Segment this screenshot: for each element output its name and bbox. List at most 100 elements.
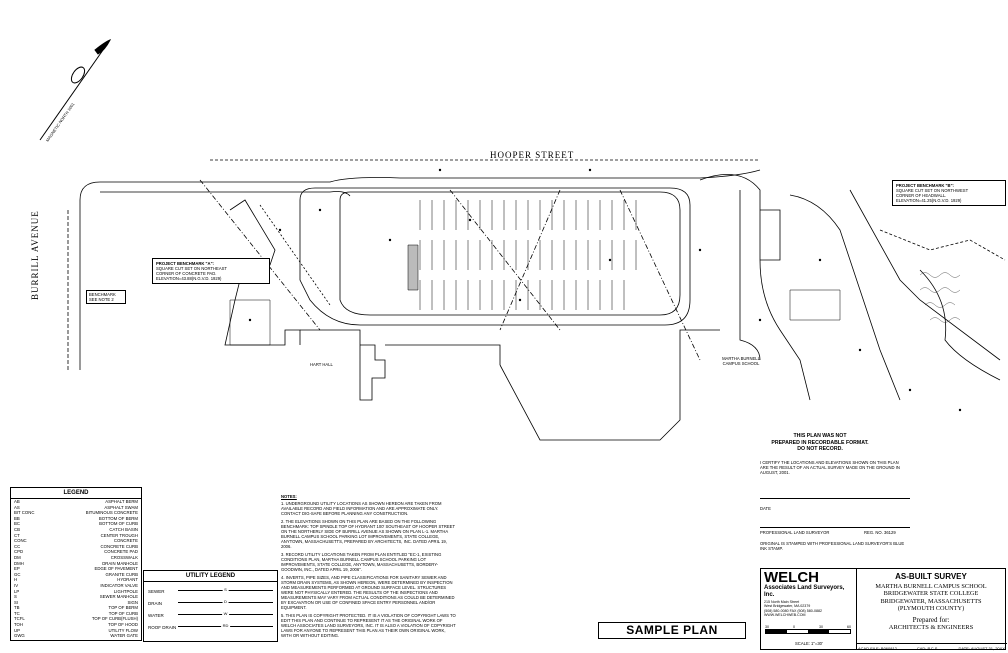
legend-abbrev: CC [14,543,21,549]
firm-name: WELCH [764,569,819,586]
legend-abbrev: LP [14,588,20,594]
surveyor-label: PROFESSIONAL LAND SURVEYOR [760,530,830,535]
utility-code: RD [220,623,231,628]
firm-address-line: West Bridgewater, MA 02379 [764,604,811,609]
legend-abbrev: UP [14,627,20,633]
legend-abbrev: H [14,577,18,583]
utility-row: ROOF DRAIN RD [144,621,277,633]
survey-heading: AS-BUILT SURVEY [895,572,967,581]
legend-item: TOH TOP OF HOOD [11,622,141,628]
scale-tick: 30 [765,625,769,629]
legend-meaning: CONCRETE PAD [104,549,138,555]
utility-code: W [221,611,230,616]
not-recorded-line: DO NOT RECORD. [797,446,843,452]
legend-meaning: CATCH BASIN [109,526,138,532]
legend-item: UP UTILITY FLOW [11,628,141,634]
utility-row: WATER W [144,609,277,621]
firm-block: WELCH Associates Land Surveyors, Inc. 21… [760,568,858,650]
cad-operator: CAD: P.C.S. [916,646,939,651]
scale-tick: 30 [819,625,823,629]
scale-tick: 0 [793,625,795,629]
certification-text: I CERTIFY THE LOCATIONS AND ELEVATIONS S… [760,460,900,475]
firm-subtitle: Associates Land Surveyors, Inc. [764,585,845,598]
legend-meaning: TOP OF HOOD [108,622,138,628]
legend-meaning: SEWER MANHOLE [99,594,138,600]
legend-meaning: TOP OF BERM [108,605,138,611]
hart-hall-label: HART HALL [310,362,333,367]
legend-abbrev: AB [14,499,20,504]
legend-meaning: TOP OF CURB(FLUSH) [91,616,138,622]
project-line: BRIDGEWATER STATE COLLEGE [883,590,979,598]
benchmark-a-box: PROJECT BENCHMARK "A": SQUARE CUT SET ON… [152,258,270,284]
scale-tick: 60 [847,625,851,629]
benchmark-b-title: PROJECT BENCHMARK "B": [896,183,954,188]
note-item: 5. THIS PLAN IS COPYRIGHT PROTECTED. IT … [281,613,456,638]
legend-meaning: WATER GATE [110,633,138,639]
legend-meaning: INDICATOR VALVE [100,582,138,588]
burrill-avenue-label: BURRILL AVENUE [30,210,40,300]
benchmark-a-title: PROJECT BENCHMARK "A": [156,261,214,266]
legend-item: CC CONCRETE CURB [11,544,141,550]
legend-item: CT CENTER TROUGH [11,533,141,539]
legend-meaning: HYDRANT [117,577,138,583]
benchmark-note: BENCHMARK SEE NOTE 2 [86,290,126,304]
title-block: AS-BUILT SURVEY MARTHA BURNELL CAMPUS SC… [856,568,1006,650]
acad-file: ACAD FILE: B060812 [858,646,897,651]
notes-title: NOTES: [281,494,297,499]
legend-meaning: CONCRETE CURB [100,543,138,549]
legend-abbrev: BC [14,521,20,527]
legend-abbrev: CONC [14,538,27,544]
title-footer: ACAD FILE: B060812 CAD: P.C.S. DATE: AUG… [856,643,1007,652]
legend-abbrev: BIT CONC [14,510,35,516]
utility-name: WATER [148,612,164,618]
legend-abbrev: BB [14,515,20,521]
benchmark-b-line: ELEVATION=41.25(N.G.V.D. 1929) [896,198,962,203]
north-arrow-icon [39,39,112,141]
benchmark-b-line: CORNER OF HEADWALL. [896,193,947,198]
burnell-school-label: MARTHA BURNELL CAMPUS SCHOOL [722,356,760,366]
legend-meaning: CENTER TROUGH [100,532,138,538]
project-line: MARTHA BURNELL CAMPUS SCHOOL [875,583,987,590]
legend-abbrev: DMH [14,560,24,566]
utility-name: ROOF DRAIN [148,624,177,630]
firm-address-line: (508) 580-0080 FAX (508) 580-0882 [764,608,822,613]
note-item: 3. RECORD UTILITY LOCATIONS TAKEN FROM P… [281,552,442,572]
utility-legend-title: UTILITY LEGEND [144,571,277,582]
north-label: MAGNETIC NORTH 1001 [45,101,76,142]
utility-name: SEWER [148,588,165,594]
legend-meaning: CONCRETE [113,538,138,544]
legend-abbrev: CT [14,532,20,538]
benchmark-b-line: SQUARE CUT SET ON NORTHWEST [896,188,969,193]
legend-title: LEGEND [11,488,141,499]
utility-line-symbol: W [178,611,273,616]
scale-label: SCALE: 1"=30' [795,641,823,646]
legend-meaning: BOTTOM OF CURB [99,521,138,527]
project-line: (PLYMOUTH COUNTY) [897,605,965,613]
legend-meaning: DRAIN MANHOLE [102,560,138,566]
legend-meaning: UTILITY FLOW [108,627,138,633]
legend-item: BC BOTTOM OF CURB [11,521,141,527]
legend-abbrev: TOH [14,622,23,628]
benchmark-b-box: PROJECT BENCHMARK "B": SQUARE CUT SET ON… [892,180,1006,206]
hooper-street-label: HOOPER STREET [490,150,575,160]
legend-meaning: ASPHALT SWAM [104,504,138,510]
legend-meaning: SIGN [127,599,138,605]
legend-item: H HYDRANT [11,577,141,583]
legend-meaning: BITUMINOUS CONCRETE [85,510,138,516]
note-item: 1. UNDERGROUND UTILITY LOCATIONS AS SHOW… [281,501,442,516]
legend-abbrev: AS [14,504,20,510]
legend-item: BIT CONC BITUMINOUS CONCRETE [11,510,141,516]
